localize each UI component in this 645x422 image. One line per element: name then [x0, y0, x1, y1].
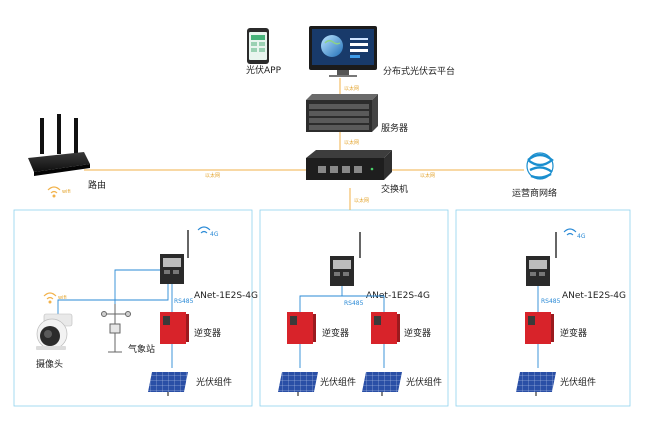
site-box-1 — [13, 209, 253, 407]
site2-inverter-a-label: 逆变器 — [322, 327, 349, 339]
site2-panel-b-icon[interactable] — [362, 372, 402, 396]
site-2: ANet-1E2S-4G RS485 逆变器 逆变器 光伏组件 — [278, 232, 442, 396]
switch-icon[interactable] — [306, 150, 392, 180]
link-label-server-switch: 以太网 — [344, 139, 359, 146]
carrier-label: 运营商网络 — [512, 187, 557, 199]
site1-weather-station-icon[interactable] — [101, 304, 131, 353]
switch-label: 交换机 — [381, 183, 408, 195]
site1-panel-icon[interactable] — [148, 372, 188, 396]
ethernet-link-labels: 以太网 以太网 以太网 以太网 以太网 — [205, 85, 435, 204]
site3-gateway-icon[interactable] — [526, 256, 550, 286]
site3-lte-badge: 4G — [577, 233, 586, 240]
site1-lte-icon — [197, 226, 211, 234]
link-label-switch-carrier: 以太网 — [420, 172, 435, 179]
server-label: 服务器 — [381, 122, 408, 134]
site3-lte-icon — [563, 228, 577, 236]
site1-lte-badge: 4G — [210, 231, 219, 238]
link-label-switch-site: 以太网 — [354, 197, 369, 204]
site1-gateway-label: ANet-1E2S-4G — [194, 291, 258, 301]
phone-app-icon[interactable] — [247, 28, 269, 64]
router-icon[interactable] — [28, 114, 90, 176]
site1-bus-label: RS485 — [174, 298, 194, 305]
site-1: 4G ANet-1E2S-4G RS485 逆变器 光伏组件 — [36, 226, 258, 396]
site2-panel-a-label: 光伏组件 — [320, 376, 356, 388]
site2-gateway-icon[interactable] — [330, 256, 354, 286]
site1-inverter-icon[interactable] — [160, 312, 189, 344]
site1-panel-label: 光伏组件 — [196, 376, 232, 388]
site3-panel-label: 光伏组件 — [560, 376, 596, 388]
site3-inverter-icon[interactable] — [525, 312, 554, 344]
site-box-3 — [455, 209, 631, 407]
site2-gateway-label: ANet-1E2S-4G — [366, 291, 430, 301]
site1-gateway-icon[interactable] — [160, 254, 184, 284]
wifi-icon — [47, 186, 61, 198]
cloud-platform-label: 分布式光伏云平台 — [383, 65, 455, 77]
link-label-app-server: 以太网 — [344, 85, 359, 92]
router-wifi-badge: wifi — [62, 189, 71, 195]
site2-panel-a-icon[interactable] — [278, 372, 318, 396]
site1-inverter-label: 逆变器 — [194, 327, 221, 339]
site3-panel-icon[interactable] — [516, 372, 556, 396]
site2-panel-b-label: 光伏组件 — [406, 376, 442, 388]
site2-rs485-links — [299, 286, 385, 312]
link-label-router-switch: 以太网 — [205, 172, 220, 179]
app-label: 光伏APP — [246, 64, 282, 76]
site2-inverter-b-label: 逆变器 — [404, 327, 431, 339]
monitor-icon[interactable] — [309, 26, 377, 77]
ethernet-links — [84, 78, 524, 210]
site-box-2 — [259, 209, 449, 407]
site2-inverter-b-icon[interactable] — [371, 312, 400, 344]
carrier-logo-icon[interactable] — [526, 152, 554, 180]
site3-gateway-label: ANet-1E2S-4G — [562, 291, 626, 301]
site3-bus-label: RS485 — [541, 298, 561, 305]
site1-wifi-badge: wifi — [58, 295, 67, 301]
site1-rs485-links — [57, 269, 173, 318]
site-3: 4G ANet-1E2S-4G RS485 逆变器 光伏组件 — [516, 228, 626, 396]
site1-camera-icon[interactable] — [36, 313, 73, 350]
site1-camera-label: 摄像头 — [36, 358, 63, 370]
server-icon[interactable] — [306, 94, 378, 132]
site2-inverter-a-icon[interactable] — [287, 312, 316, 344]
router-label: 路由 — [88, 179, 106, 191]
site3-inverter-label: 逆变器 — [560, 327, 587, 339]
site2-bus-label: RS485 — [344, 300, 364, 307]
site1-weather-label: 气象站 — [128, 343, 155, 355]
site1-wifi-icon — [43, 292, 57, 304]
